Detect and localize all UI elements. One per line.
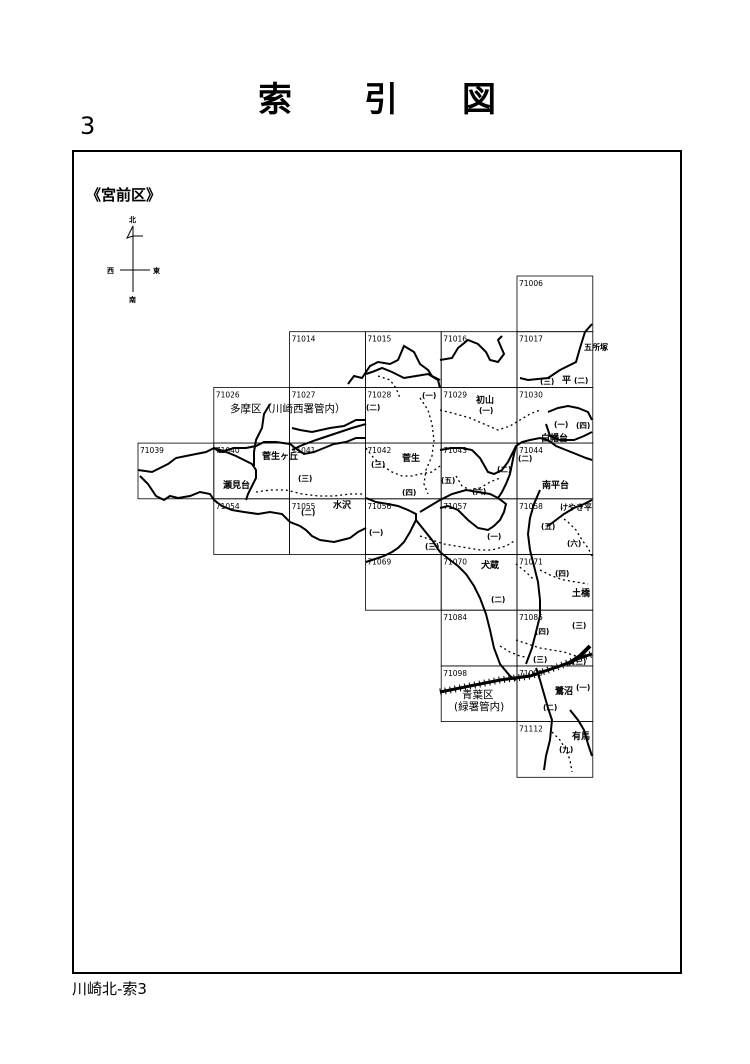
chome-label: (三) bbox=[540, 377, 554, 386]
grid-cell-label: 71070 bbox=[443, 558, 467, 567]
label-arima: 有馬 bbox=[572, 730, 590, 742]
label-shirahatadai: 白幡台 bbox=[541, 432, 568, 444]
grid-cell-label: 71014 bbox=[292, 335, 316, 344]
label-saginuma: 鷺沼 bbox=[555, 685, 573, 697]
chome-label: (九) bbox=[559, 744, 573, 754]
grid-cell-label: 71055 bbox=[292, 502, 316, 511]
page-number: 3 bbox=[80, 112, 96, 140]
place-labels: 多摩区（川崎西署管内） 青葉区 (緑署管内) 五所塚 平 初山 白幡台 菅生 菅… bbox=[223, 342, 608, 742]
chome-label: (三) bbox=[371, 460, 385, 469]
chome-label: (二) bbox=[543, 703, 557, 712]
grid-cell-label: 71071 bbox=[519, 558, 543, 567]
grid-cells: 71006 71014 71015 71016 71017 71026 71027 71028… bbox=[137, 275, 594, 778]
title-char-1: 索 bbox=[258, 80, 292, 120]
chome-label: (一) bbox=[479, 406, 493, 415]
title-char-3: 図 bbox=[462, 80, 496, 120]
compass-rose: 北 南 西 東 bbox=[107, 215, 161, 304]
grid-cell-label: 71098 bbox=[443, 669, 467, 678]
grid-cell bbox=[516, 721, 594, 778]
label-mizusawa: 水沢 bbox=[333, 499, 352, 511]
compass-north: 北 bbox=[129, 215, 136, 224]
chome-label: (二) bbox=[518, 454, 532, 463]
grid-cell-label: 71043 bbox=[443, 446, 467, 455]
grid-cell-label: 71039 bbox=[140, 446, 164, 455]
page-title: 索 引 図 bbox=[0, 72, 750, 122]
grid-cell-label: 71030 bbox=[519, 390, 543, 399]
chome-label: (一) bbox=[576, 683, 590, 692]
label-tamaku: 多摩区（川崎西署管内） bbox=[230, 402, 346, 415]
grid-cell-label: 71028 bbox=[367, 390, 391, 399]
chome-label: (四) bbox=[535, 627, 549, 636]
grid-cell-label: 71006 bbox=[519, 279, 543, 288]
grid-cell-label: 71056 bbox=[367, 502, 391, 511]
grid-cell-label: 71029 bbox=[443, 390, 467, 399]
label-taira: 平 bbox=[562, 375, 571, 386]
label-sugao: 菅生 bbox=[402, 452, 420, 464]
chome-label: (一) bbox=[369, 528, 383, 537]
label-aobaku-sub: (緑署管内) bbox=[454, 700, 504, 713]
title-char-2: 引 bbox=[364, 80, 398, 120]
chome-label: (五) bbox=[441, 476, 455, 485]
grid-cell-label: 71069 bbox=[367, 558, 391, 567]
label-hatsuyama: 初山 bbox=[476, 394, 494, 406]
grid-cell-label: 71112 bbox=[519, 725, 543, 734]
dotted-lines bbox=[255, 375, 593, 773]
map-frame bbox=[72, 150, 682, 974]
compass-south: 南 bbox=[129, 295, 136, 304]
chome-label: (二) bbox=[491, 595, 505, 604]
chome-label: (三) bbox=[572, 657, 586, 666]
chome-label: (三) bbox=[298, 474, 312, 483]
label-keyakidaira: けやき平 bbox=[560, 502, 592, 512]
grid-cell-label: 71084 bbox=[443, 613, 467, 622]
grid-cell-label: 71044 bbox=[519, 446, 543, 455]
chome-label: (二) bbox=[366, 403, 380, 412]
chome-label: (三) bbox=[425, 542, 439, 551]
grid-cell-label: 71042 bbox=[367, 446, 391, 455]
grid-cell-label: 71054 bbox=[216, 502, 240, 511]
grid-cell-label: 71085 bbox=[519, 613, 543, 622]
ward-label: 《宮前区》 bbox=[86, 186, 161, 204]
chome-label: (二) bbox=[301, 508, 315, 517]
label-aobaku: 青葉区 bbox=[462, 688, 494, 701]
chome-label: (三) bbox=[533, 655, 547, 664]
grid-cell-label: 71058 bbox=[519, 502, 543, 511]
compass-west: 西 bbox=[107, 267, 114, 275]
label-minamidairadai: 南平台 bbox=[542, 479, 569, 491]
chome-label: (四) bbox=[576, 421, 590, 430]
chome-label: (四) bbox=[402, 488, 416, 497]
railway-line bbox=[439, 644, 594, 696]
chome-label: (一) bbox=[422, 391, 436, 400]
chome-label: (二) bbox=[574, 376, 588, 385]
chome-label: (三) bbox=[572, 621, 586, 630]
grid-cell-label: 71041 bbox=[292, 446, 316, 455]
chome-label: (五) bbox=[541, 522, 555, 531]
chome-label: (六) bbox=[567, 538, 581, 548]
grid-cell-label: 71016 bbox=[443, 335, 467, 344]
label-dobashi: 土橋 bbox=[572, 587, 591, 599]
label-goshozuka: 五所塚 bbox=[584, 342, 608, 352]
grid-cell-label: 71027 bbox=[292, 390, 316, 399]
footer-label: 川崎北-索3 bbox=[72, 980, 147, 998]
label-semidai: 瀬見台 bbox=[223, 479, 250, 491]
chome-label: (六) bbox=[472, 486, 486, 496]
chome-label: (一) bbox=[487, 532, 501, 541]
chome-label: (一) bbox=[554, 420, 568, 429]
grid-cell-label: 71057 bbox=[443, 502, 467, 511]
label-sugaogaoka: 菅生ヶ丘 bbox=[262, 450, 298, 462]
grid-cell-label: 71026 bbox=[216, 390, 240, 399]
boundary-lines bbox=[137, 323, 593, 771]
grid-cell-label: 71017 bbox=[519, 335, 543, 344]
grid-cell-label: 71015 bbox=[367, 335, 391, 344]
chome-label: (四) bbox=[555, 569, 569, 578]
chome-label: (二) bbox=[497, 465, 511, 474]
label-inukura: 犬蔵 bbox=[480, 559, 499, 571]
chome-labels: (三) (二) (一) (二) (一) (一) (四) (三) (四) (三) … bbox=[298, 376, 590, 754]
compass-east: 東 bbox=[153, 266, 161, 275]
grid-cell-label: 71099 bbox=[519, 669, 543, 678]
